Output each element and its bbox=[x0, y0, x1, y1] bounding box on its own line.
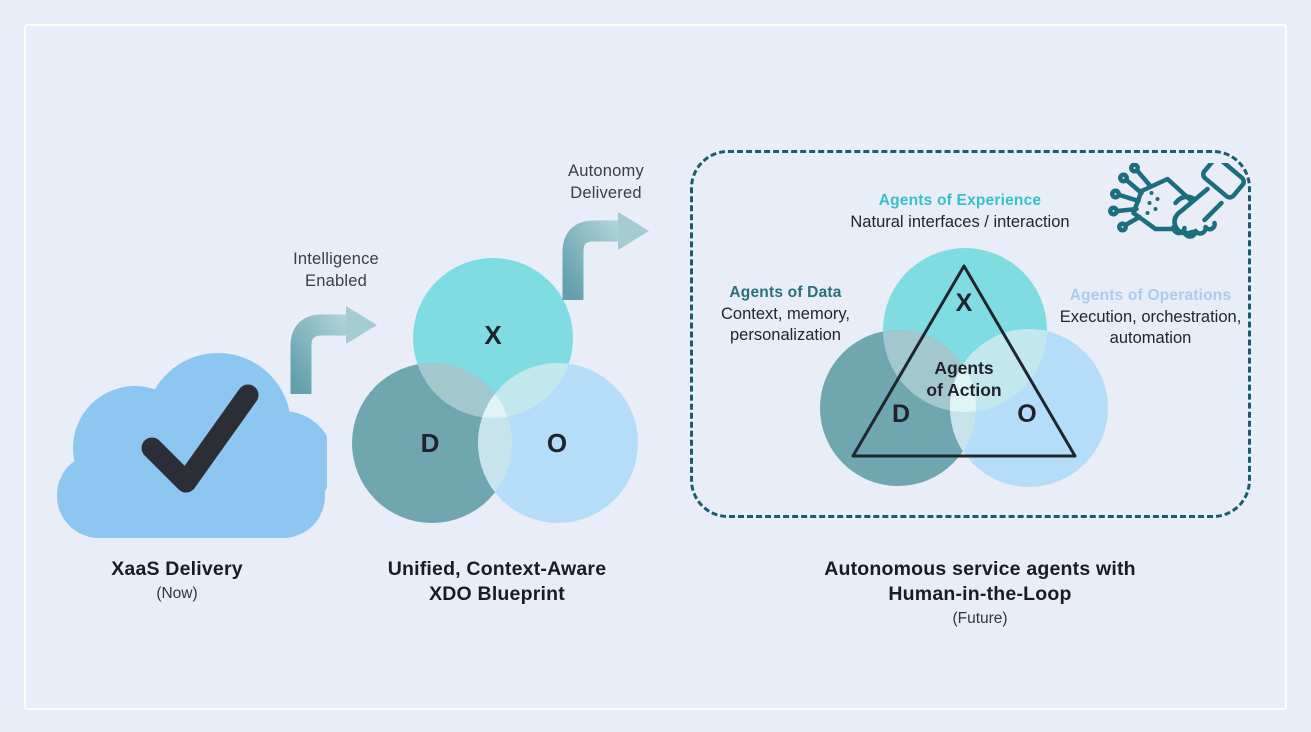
agents-venn-diagram: X D O Agents of Action bbox=[820, 248, 1108, 487]
handshake-icon bbox=[1108, 163, 1246, 239]
venn-letter-o: O bbox=[547, 428, 567, 458]
venn-letter-d: D bbox=[421, 428, 440, 458]
agents-of-data-title: Agents of Data bbox=[729, 284, 842, 301]
intelligence-enabled-line2: Enabled bbox=[305, 271, 367, 290]
agents-of-operations-description-line2: automation bbox=[1109, 329, 1192, 347]
autonomy-delivered-line2: Delivered bbox=[570, 183, 642, 202]
checkmark-icon bbox=[141, 384, 259, 493]
agents-of-data-description-line2: personalization bbox=[730, 326, 841, 344]
cloud-check-icon bbox=[57, 353, 327, 538]
human-in-the-loop-triangle bbox=[851, 264, 1077, 458]
stage-now-caption: XaaS Delivery (Now) bbox=[47, 557, 307, 603]
stage-future-caption: Autonomous service agents with Human-in-… bbox=[780, 557, 1180, 628]
venn-letter-o: O bbox=[1017, 400, 1036, 428]
stage-future-subtitle: (Future) bbox=[952, 610, 1008, 627]
stage-blueprint-caption: Unified, Context-Aware XDO Blueprint bbox=[352, 557, 642, 607]
agents-of-operations-title: Agents of Operations bbox=[1069, 287, 1232, 304]
agents-of-action-line1: Agents bbox=[934, 358, 994, 378]
agents-of-data-description-line1: Context, memory, bbox=[721, 305, 850, 323]
agents-of-experience-label: Agents of Experience Natural interfaces … bbox=[800, 192, 1120, 233]
autonomy-delivered-line1: Autonomy bbox=[568, 162, 644, 180]
agents-of-experience-title: Agents of Experience bbox=[878, 192, 1042, 209]
future-agents-box bbox=[690, 150, 1251, 518]
stage-future-title-line2: Human-in-the-Loop bbox=[888, 583, 1072, 605]
agents-of-operations-description-line1: Execution, orchestration, bbox=[1059, 308, 1242, 326]
intelligence-enabled-label: Intelligence Enabled bbox=[246, 249, 426, 292]
agents-of-action-line2: of Action bbox=[926, 380, 1001, 400]
xdo-venn-diagram: X D O bbox=[352, 258, 638, 523]
venn-letter-x: X bbox=[484, 320, 502, 350]
agents-of-data-label: Agents of Data Context, memory, personal… bbox=[698, 284, 873, 346]
autonomy-delivered-label: Autonomy Delivered bbox=[516, 161, 696, 204]
stage-blueprint-title-line2: XDO Blueprint bbox=[429, 583, 565, 605]
curved-arrow-icon bbox=[290, 306, 377, 394]
venn-letter-d: D bbox=[892, 400, 910, 428]
curved-arrow-icon bbox=[562, 212, 649, 300]
stage-now-title: XaaS Delivery bbox=[111, 558, 243, 580]
stage-blueprint-title-line1: Unified, Context-Aware bbox=[387, 558, 607, 580]
venn-letter-x: X bbox=[956, 289, 973, 317]
stage-now-subtitle: (Now) bbox=[156, 585, 198, 602]
intelligence-enabled-line1: Intelligence bbox=[293, 250, 379, 268]
agents-of-experience-description: Natural interfaces / interaction bbox=[850, 213, 1070, 231]
stage-future-title-line1: Autonomous service agents with bbox=[824, 558, 1136, 580]
agents-of-operations-label: Agents of Operations Execution, orchestr… bbox=[1038, 287, 1263, 349]
inner-frame-border bbox=[24, 24, 1287, 710]
